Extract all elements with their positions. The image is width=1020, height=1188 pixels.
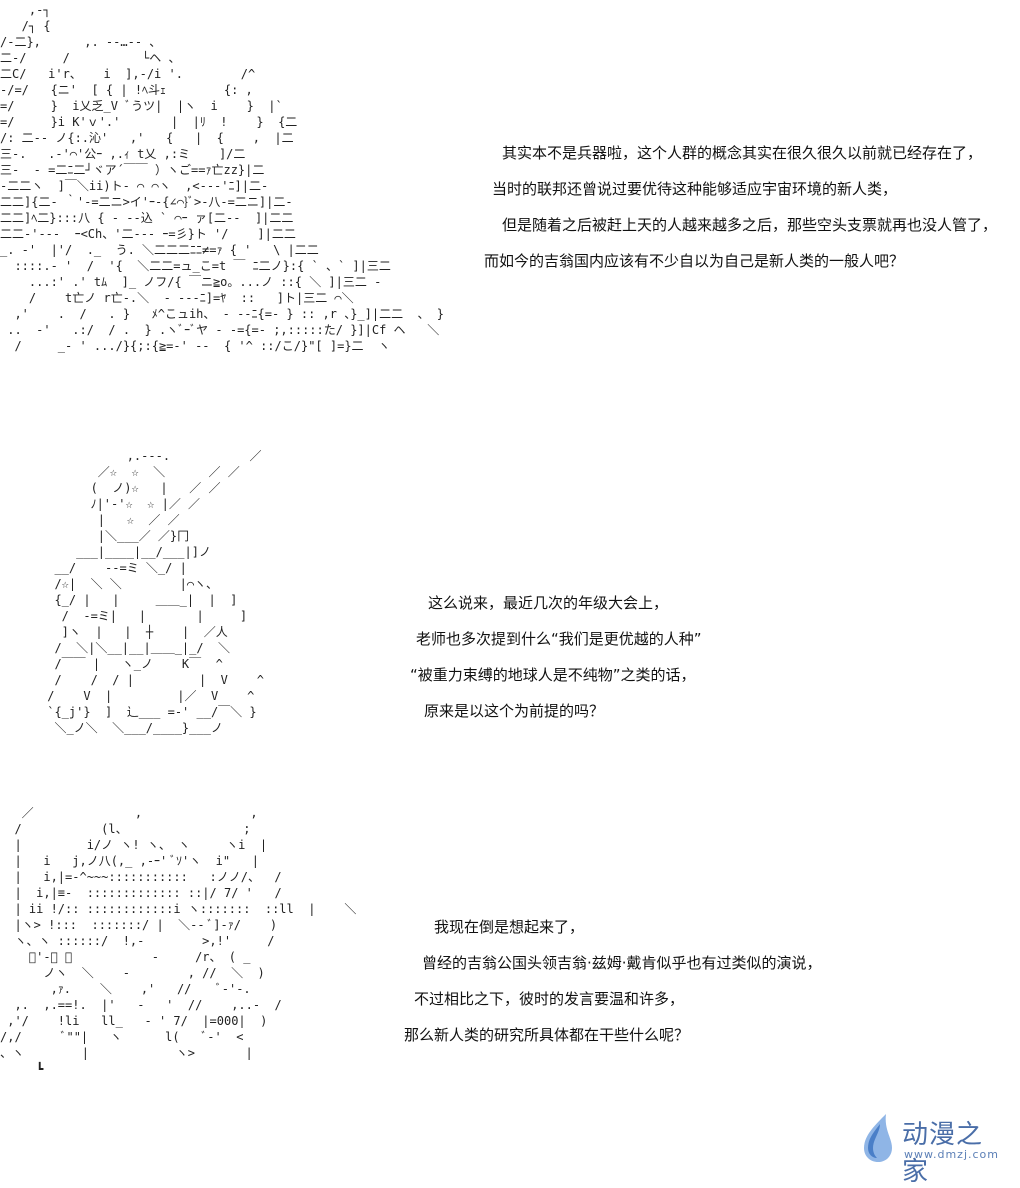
dialogue-line: 其实本不是兵器啦，这个人群的概念其实在很久很久以前就已经存在了， — [502, 144, 983, 162]
ascii-art-character-1: ,-┐ /┐ { /-二}, ,. -‐…‐- 、 二-/ / └ヘ 、 二C/… — [0, 3, 445, 353]
dialogue-line: 但是随着之后被赶上天的人越来越多之后，那些空头支票就再也没人管了， — [502, 216, 998, 234]
dialogue-line: 当时的联邦还曾说过要优待这种能够适应宇宙环境的新人类， — [492, 180, 898, 198]
site-watermark: 动漫之家 www.dmzj.com — [856, 1108, 1006, 1187]
dialogue-line: 那么新人类的研究所具体都在干些什么呢？ — [404, 1026, 690, 1044]
manga-panel-2: ,.‐‐-. ／ ／☆ ☆ ＼ ／ ／ ( ノ)☆ | ／ ／ ﾉ|'-'☆ ☆… — [0, 440, 1020, 770]
dialogue-block-1: 其实本不是兵器啦，这个人群的概念其实在很久很久以前就已经存在了， 当时的联邦还曾… — [484, 135, 997, 279]
watermark-title: 动漫之家 — [902, 1120, 984, 1187]
dialogue-line: 我现在倒是想起来了， — [434, 918, 585, 936]
ascii-art-character-3: ／ , , / (l、 ; | i/ノ ヽ! ヽ、 ヽ ヽi | | i j,ノ… — [0, 806, 357, 1076]
dialogue-block-3: 我现在倒是想起来了， 曾经的吉翁公国头领吉翁·兹姆·戴肯似乎也有过类似的演说， … — [404, 909, 822, 1053]
water-drop-logo-icon — [864, 1114, 892, 1162]
manga-panel-1: ,-┐ /┐ { /-二}, ,. -‐…‐- 、 二-/ / └ヘ 、 二C/… — [0, 0, 1020, 400]
manga-panel-3: ／ , , / (l、 ; | i/ノ ヽ! ヽ、 ヽ ヽi | | i j,ノ… — [0, 805, 1020, 1105]
dialogue-line: 这么说来，最近几次的年级大会上， — [428, 594, 669, 612]
dialogue-line: 而如今的吉翁国内应该有不少自以为自己是新人类的一般人吧？ — [484, 252, 905, 270]
dialogue-line: 不过相比之下，彼时的发言要温和许多， — [414, 990, 685, 1008]
dialogue-line: 老师也多次提到什么“我们是更优越的人种” — [416, 630, 702, 648]
dialogue-line: “被重力束缚的地球人是不纯物”之类的话， — [410, 666, 696, 684]
dialogue-line: 曾经的吉翁公国头领吉翁·兹姆·戴肯似乎也有过类似的演说， — [422, 954, 822, 972]
ascii-art-character-2: ,.‐‐-. ／ ／☆ ☆ ＼ ／ ／ ( ノ)☆ | ／ ／ ﾉ|'-'☆ ☆… — [47, 449, 264, 735]
dialogue-block-2: 这么说来，最近几次的年级大会上， 老师也多次提到什么“我们是更优越的人种” “被… — [410, 585, 702, 729]
watermark-url: www.dmzj.com — [904, 1148, 999, 1161]
dialogue-line: 原来是以这个为前提的吗？ — [424, 702, 605, 720]
